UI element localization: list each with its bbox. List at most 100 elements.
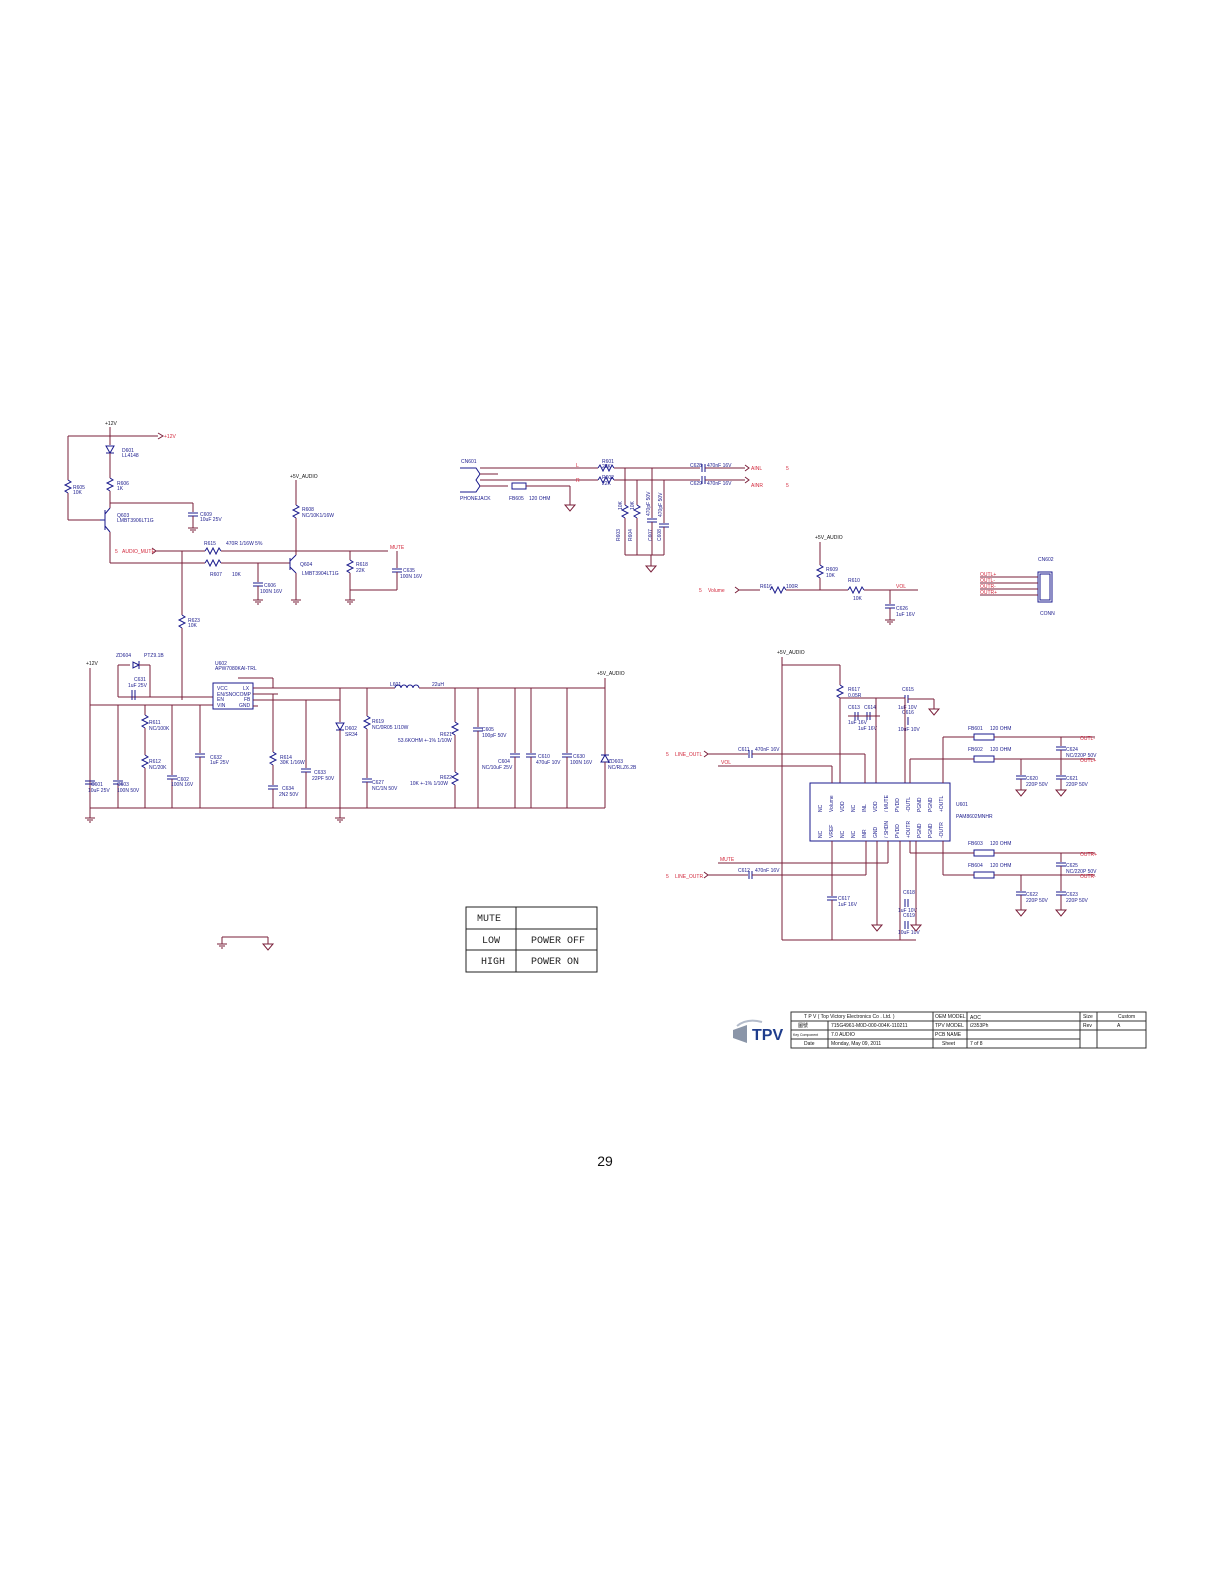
r614-ref: R614	[280, 755, 292, 761]
u601-pin-b7: / SHDN	[884, 821, 890, 838]
r605-ref: R605	[73, 485, 85, 491]
c612-val: 470nF 16V	[755, 868, 780, 874]
u601-pin-t2: Volume	[829, 795, 835, 812]
u601-pin-b1: NC	[818, 830, 824, 838]
d601-ref: D601	[122, 448, 134, 454]
fb601-ref: FB601	[968, 726, 983, 732]
u601-pin-b8: PVDD	[895, 824, 901, 838]
l601-val: 22uH	[432, 682, 444, 688]
cn602-outr-minus: OUTR-	[980, 584, 996, 590]
c615-val: 1uF 10V	[898, 705, 918, 711]
c635-val: 100N 16V	[400, 574, 423, 580]
c604-ref: C604	[498, 759, 510, 765]
amp-outl-plus: OUTL+	[1080, 758, 1096, 764]
r618-val: 22K	[356, 568, 366, 574]
title-part-no: 715G4961-M0D-000-004K-110211	[831, 1023, 908, 1029]
r616-val: 100R	[786, 584, 798, 590]
d602-ref: D602	[345, 726, 357, 732]
c617-val: 1uF 16V	[838, 902, 858, 908]
r615-val: 470R 1/16W 5%	[226, 541, 263, 547]
c631-ref: C631	[134, 677, 146, 683]
speaker-connector: CN602 OUTL+ OUTL- OUTR- OUTR+ CONN	[980, 557, 1055, 617]
c619-val: 10uF 10V	[898, 930, 920, 936]
offpage-ainl: AINL	[751, 466, 762, 472]
r604-ref: R604	[628, 529, 634, 541]
u602-pin-en: EN	[217, 697, 224, 703]
title-sheet: 7 of 8	[970, 1041, 983, 1047]
five-ainl: 5	[786, 466, 789, 472]
offpage-audio-mute: AUDIO_MUTE	[122, 549, 155, 555]
title-sheet-label: Sheet	[942, 1041, 956, 1047]
title-date-label: Date	[804, 1041, 815, 1047]
net-r: R	[576, 478, 580, 484]
mute-table-power-off: POWER OFF	[531, 936, 585, 947]
five-line-outl: 5	[666, 752, 669, 758]
mute-table-low: LOW	[482, 936, 500, 947]
r614-val: 30K 1/16W	[280, 760, 305, 766]
cn602-outl-plus: OUTL+	[980, 572, 996, 578]
c629-val: 470nF 16V	[707, 481, 732, 487]
u601-pin-t7: / MUTE	[884, 794, 890, 812]
zd604-val: PTZ9.1B	[144, 653, 164, 659]
c616-val: 10uF 10V	[898, 727, 920, 733]
title-rev-label: Rev	[1083, 1023, 1092, 1029]
c610-val: 470uF 10V	[536, 760, 561, 766]
title-date: Monday, May 09, 2011	[831, 1041, 881, 1047]
r618-ref: R618	[356, 562, 368, 568]
amplifier-circuit: +5V_AUDIO R617 0.05R C613 1uF 16V C614 1…	[666, 650, 1097, 941]
fb602-val: 120 OHM	[990, 747, 1011, 753]
c622-ref: C622	[1026, 892, 1038, 898]
q604-ref: Q604	[300, 562, 312, 568]
c608-val: 470pF 50V	[658, 492, 664, 517]
cn602-val: CONN	[1040, 611, 1055, 617]
r621-ref: R621	[440, 732, 452, 738]
five-volume: 5	[699, 588, 702, 594]
u601-pin-b9: +OUTR	[906, 821, 912, 838]
r616-ref: R616	[760, 584, 772, 590]
u601-pin-b5: INR	[862, 829, 868, 838]
tpv-logo: TPV	[733, 1019, 783, 1044]
cn602-outr-plus: OUTR+	[980, 590, 997, 596]
c609-ref: C609	[200, 512, 212, 518]
r605-val: 10K	[73, 490, 83, 496]
net-vol-amp: VOL	[721, 760, 731, 766]
fb605-ref: FB605	[509, 496, 524, 502]
fb603-ref: FB603	[968, 841, 983, 847]
u602-pin-fb: FB	[244, 697, 251, 703]
u601-pin-b2: VREF	[829, 825, 835, 838]
r612-ref: R612	[149, 759, 161, 765]
net-label-12v: +12V	[105, 421, 117, 427]
tpv-logo-text: TPV	[752, 1027, 783, 1044]
c627-val: NC/1N 50V	[372, 786, 398, 792]
c624-val: NC/220P 50V	[1066, 753, 1097, 759]
five-audio-mute: 5	[115, 549, 118, 555]
title-key-component-label: Key Component	[793, 1033, 818, 1037]
c618-val: 1uF 10V	[898, 908, 918, 914]
offpage-line-outr: LINE_OUTR	[675, 874, 703, 880]
title-part-no-label: 圖號	[798, 1022, 808, 1029]
fb603-val: 120 OHM	[990, 841, 1011, 847]
cn601-ref: CN601	[461, 459, 477, 465]
mute-circuit: +12V +12V D601 LL4148 R606 1K R605 10K Q…	[63, 421, 423, 700]
u601-pin-b6: GND	[873, 827, 879, 839]
c621-ref: C621	[1066, 776, 1078, 782]
r602-val: 22K	[602, 481, 612, 487]
r611-val: NC/100K	[149, 726, 170, 732]
net-mute: MUTE	[390, 545, 405, 551]
u601-pin-t5: INL	[862, 804, 868, 812]
q603-ref: Q603	[117, 513, 129, 519]
r611-ref: R611	[149, 720, 161, 726]
net-5v-audio-amp: +5V_AUDIO	[777, 650, 805, 656]
r615-ref: R615	[204, 541, 216, 547]
r617-val: 0.05R	[848, 693, 862, 699]
c634-ref: C634	[282, 786, 294, 792]
u601-pin-b3: NC	[840, 830, 846, 838]
r621-val: 53.6KOHM +-1% 1/10W	[398, 738, 452, 744]
c626-ref: C626	[896, 606, 908, 612]
c613-val: 1uF 16V	[848, 720, 868, 726]
r606-ref: R606	[117, 481, 129, 487]
c615-ref: C615	[902, 687, 914, 693]
u601-pin-t9: -OUTL	[906, 797, 912, 812]
r607-ref: R607	[210, 572, 222, 578]
r617-ref: R617	[848, 687, 860, 693]
